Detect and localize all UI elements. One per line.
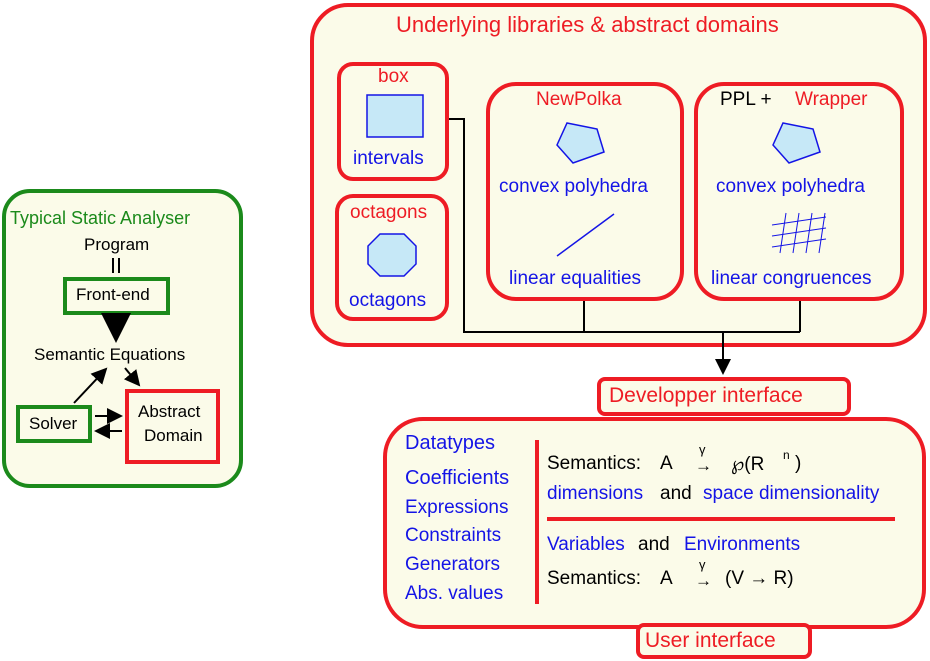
- abstract-domain-label-2: Domain: [144, 426, 203, 445]
- datatype-coefficients: Coefficients: [405, 467, 510, 489]
- octagon-shape: [367, 233, 417, 277]
- box-title: box: [378, 66, 409, 87]
- semantics-prefix-1: Semantics:: [547, 453, 641, 474]
- libraries-title: Underlying libraries & abstract domains: [396, 12, 779, 37]
- developper-interface-label: Developper interface: [609, 384, 803, 407]
- semantics-arrow-2: →: [695, 571, 712, 590]
- semantics-prefix-2: Semantics:: [547, 568, 641, 589]
- box-shape: [366, 94, 424, 138]
- analyser-title: Typical Static Analyser: [10, 208, 191, 228]
- datatype-expressions: Expressions: [405, 497, 509, 518]
- dimensions-and: and: [660, 483, 692, 504]
- semantics-a-1: A: [660, 453, 673, 474]
- semantics-gamma-2: γ: [699, 557, 706, 572]
- space-dimensionality-label: space dimensionality: [703, 483, 880, 504]
- variables-label: Variables: [547, 534, 625, 555]
- newpolka-label-1: convex polyhedra: [499, 176, 648, 197]
- dimensions-label: dimensions: [547, 483, 644, 504]
- octagons-title: octagons: [350, 202, 428, 223]
- datatype-generators: Generators: [405, 554, 501, 575]
- semantics-function: (V → R): [725, 568, 794, 589]
- ppl-label-1: convex polyhedra: [716, 176, 865, 197]
- user-interface-label: User interface: [645, 629, 776, 652]
- congruence-grid-shape: [771, 212, 827, 254]
- abstract-domain-box: [125, 389, 220, 464]
- ppl-domain: [694, 82, 904, 301]
- environments-label: Environments: [684, 534, 801, 555]
- program-double-line: [112, 258, 120, 273]
- library-connectors: [449, 118, 801, 333]
- abstract-domain-label-1: Abstract: [138, 402, 201, 421]
- octagons-label: octagons: [349, 290, 427, 311]
- newpolka-label-2: linear equalities: [509, 268, 642, 289]
- semantics-exponent-n: n: [783, 448, 790, 462]
- box-label: intervals: [353, 148, 424, 169]
- equations-to-domain-arrow: [123, 367, 141, 387]
- user-interface-box: [636, 623, 812, 659]
- datatype-constraints: Constraints: [405, 525, 502, 546]
- ppl-polyhedron-shape: [772, 122, 821, 164]
- ppl-label-2: linear congruences: [711, 268, 872, 289]
- datatype-abs-values: Abs. values: [405, 583, 504, 604]
- solver-box: [16, 405, 92, 443]
- semantics-close: ): [795, 453, 802, 474]
- equations-label: Semantic Equations: [34, 345, 186, 364]
- newpolka-polyhedron-shape: [556, 122, 605, 164]
- solver-label: Solver: [29, 414, 78, 433]
- semantics-a-2: A: [660, 568, 673, 589]
- semantics-powerset: ℘(R: [731, 454, 765, 475]
- frontend-label: Front-end: [76, 285, 150, 304]
- variables-and: and: [638, 534, 670, 555]
- datatypes-panel: [383, 417, 926, 629]
- datatypes-title: Datatypes: [405, 432, 496, 454]
- program-label: Program: [84, 235, 150, 254]
- linear-equality-line: [556, 213, 615, 257]
- semantics-arrow-1: →: [695, 456, 712, 475]
- wrapper-title: Wrapper: [795, 89, 868, 110]
- solver-to-equations-arrow: [73, 367, 108, 404]
- newpolka-title: NewPolka: [536, 89, 622, 110]
- ppl-title: PPL +: [720, 89, 772, 110]
- semantics-gamma-1: γ: [699, 442, 706, 457]
- newpolka-domain: [486, 82, 684, 301]
- developper-interface-box: [597, 377, 851, 416]
